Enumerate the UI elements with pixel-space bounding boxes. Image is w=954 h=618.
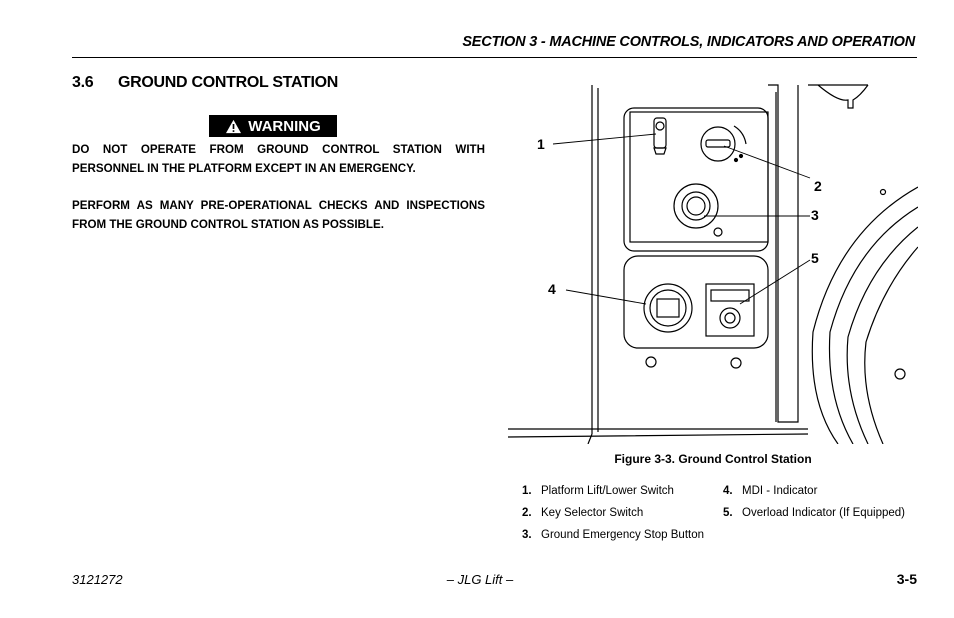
warning-label: WARNING — [248, 117, 321, 135]
legend-item: 5.Overload Indicator (If Equipped) — [723, 507, 906, 519]
warning-badge: WARNING — [209, 115, 337, 137]
warning-paragraph: PERFORM AS MANY PRE-OPERATIONAL CHECKS A… — [72, 199, 485, 231]
warning-paragraph: DO NOT OPERATE FROM GROUND CONTROL STATI… — [72, 143, 485, 175]
section-title-text: GROUND CONTROL STATION — [118, 74, 339, 91]
page-number: 3-5 — [896, 571, 917, 587]
document-number: 3121272 — [72, 572, 123, 587]
callout-1: 1 — [537, 136, 545, 152]
callout-2: 2 — [814, 178, 822, 194]
legend-item: 2.Key Selector Switch — [522, 507, 644, 519]
section-header: SECTION 3 - MACHINE CONTROLS, INDICATORS… — [462, 34, 915, 50]
figure-caption: Figure 3-3. Ground Control Station — [614, 452, 812, 466]
legend-item: 3.Ground Emergency Stop Button — [522, 529, 705, 541]
section-title: 3.6 GROUND CONTROL STATION — [72, 74, 338, 92]
warning-triangle-icon — [226, 119, 242, 133]
legend-item: 1.Platform Lift/Lower Switch — [522, 485, 674, 497]
callout-5: 5 — [811, 250, 819, 266]
footer-brand: – JLG Lift – — [446, 572, 514, 587]
ground-control-station-illustration — [508, 84, 918, 444]
legend-item: 4.MDI - Indicator — [723, 485, 818, 497]
callout-3: 3 — [811, 207, 819, 223]
callout-4: 4 — [548, 281, 556, 297]
section-number: 3.6 — [72, 74, 94, 91]
header-rule — [72, 57, 917, 58]
